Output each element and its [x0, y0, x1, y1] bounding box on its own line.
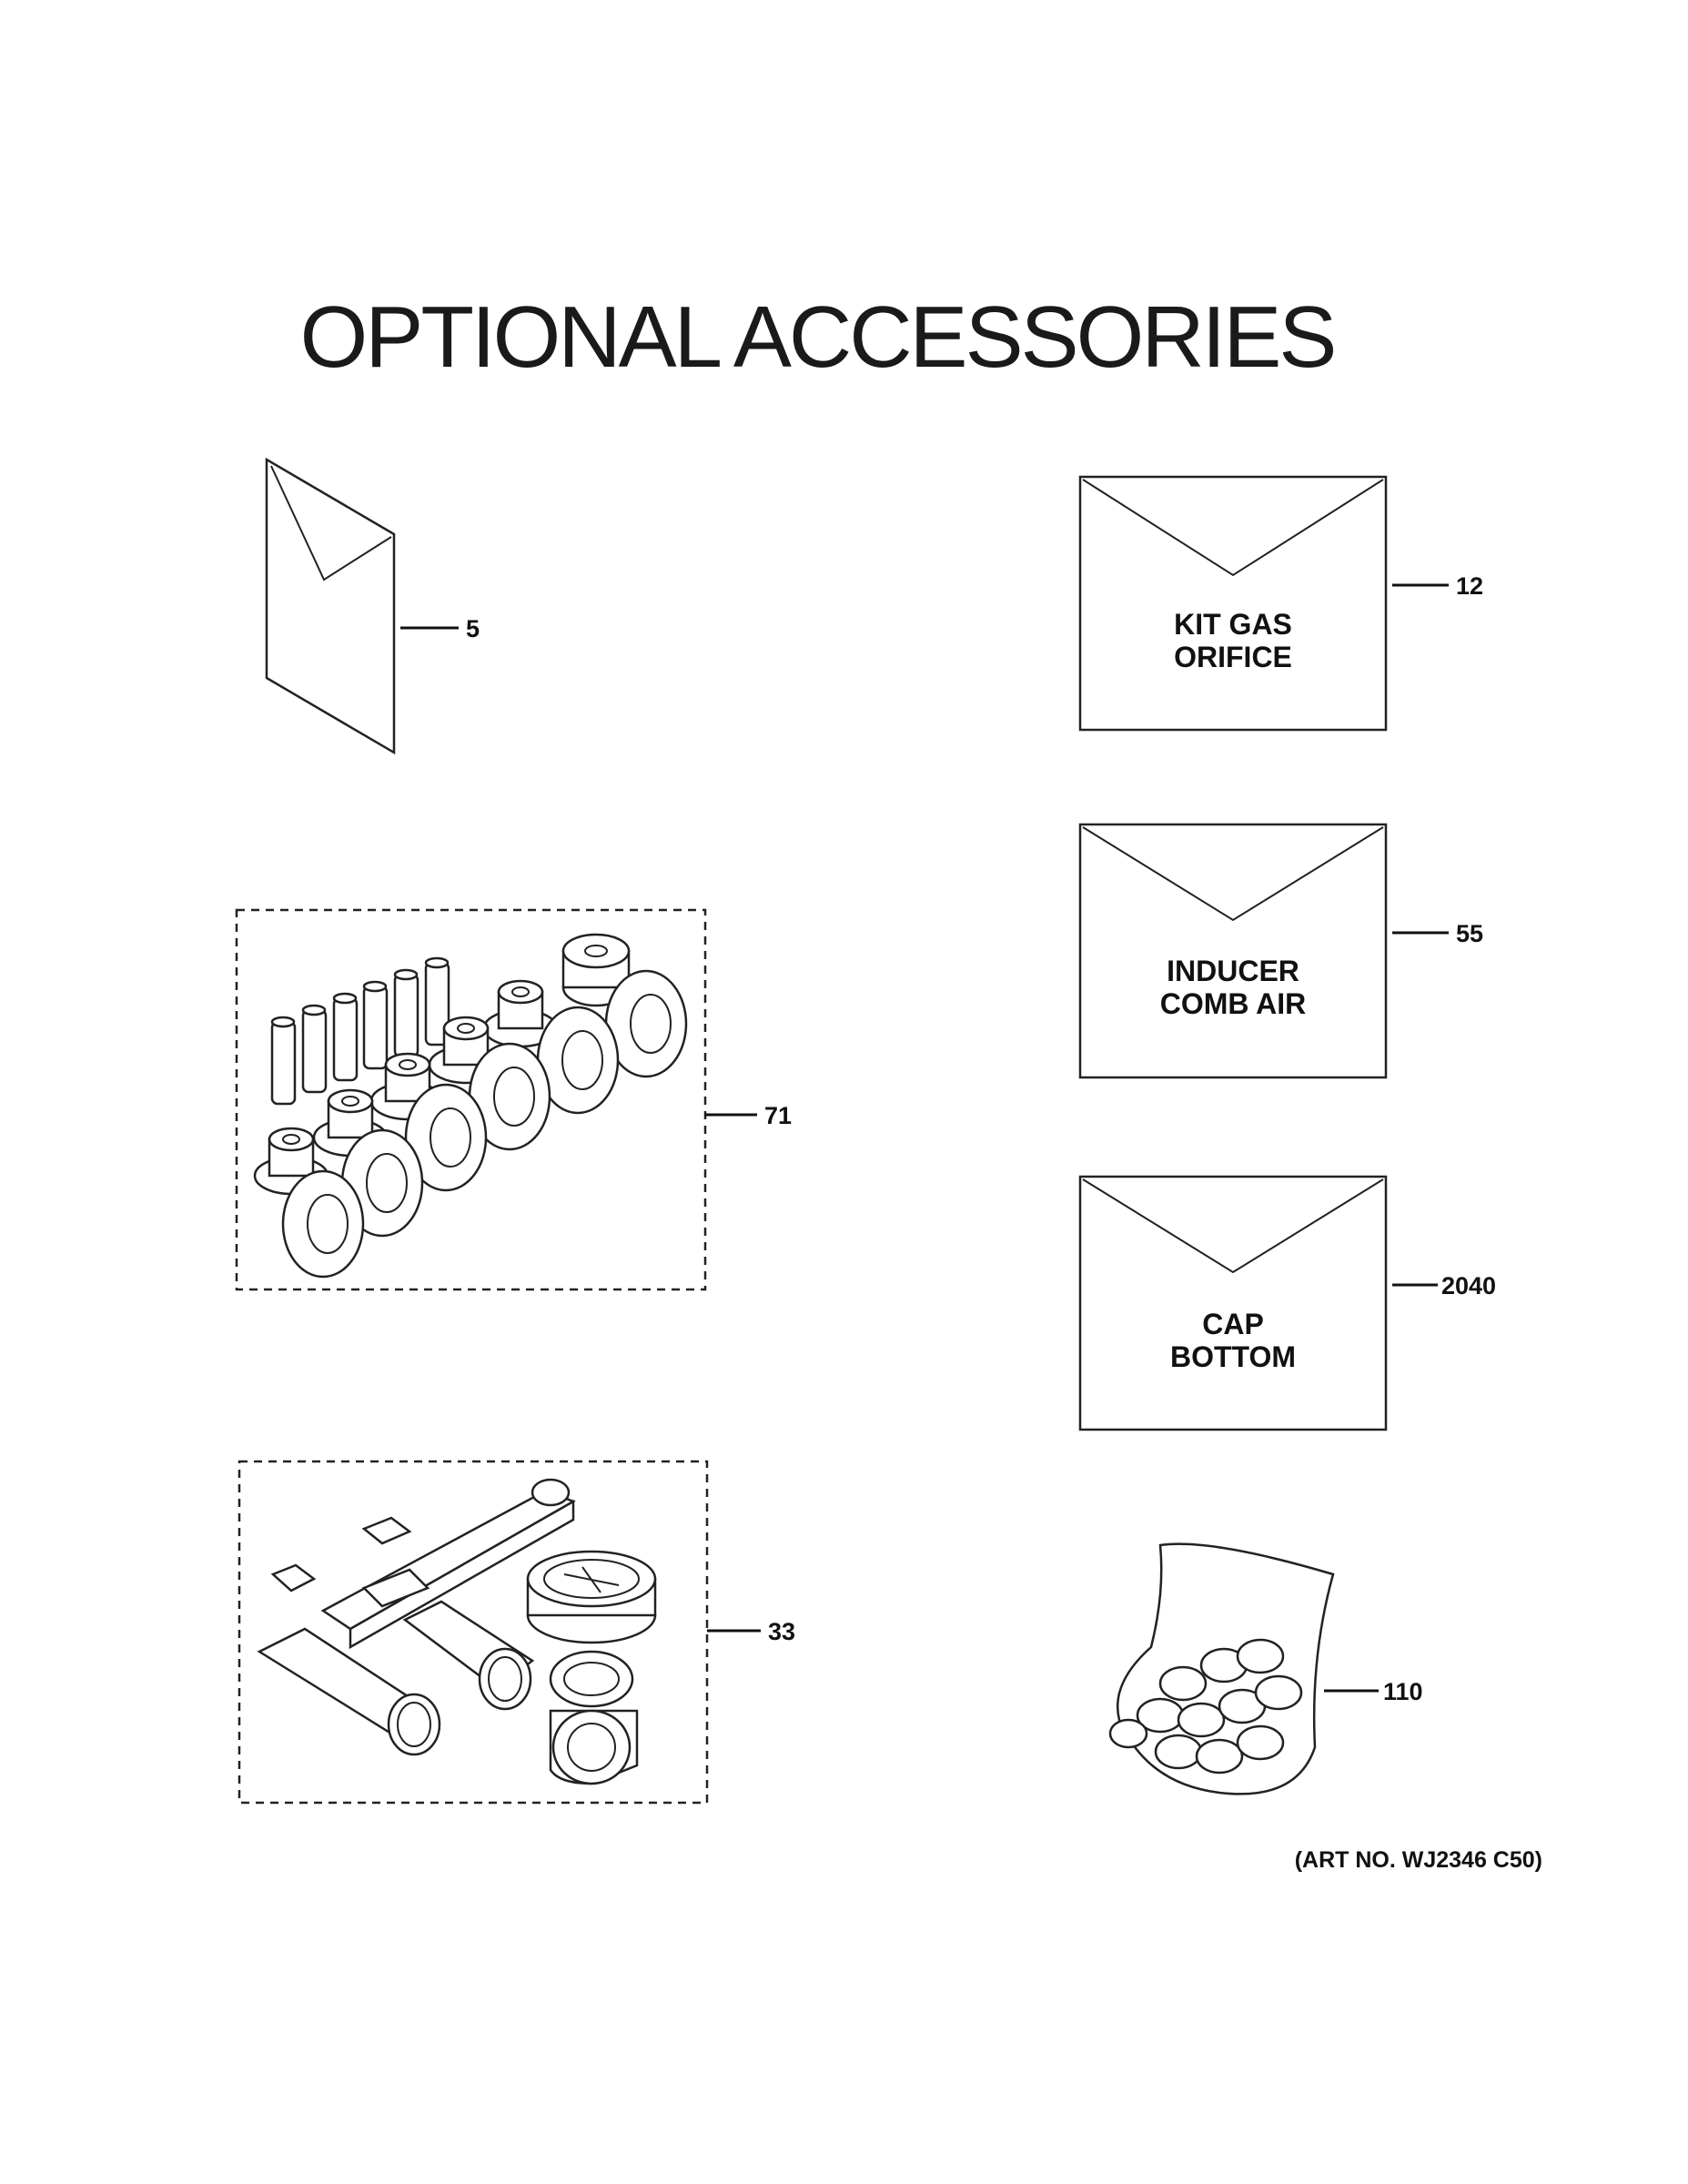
part-71-kit[interactable]: 71	[235, 908, 792, 1291]
envelope-label-line2: BOTTOM	[1170, 1340, 1296, 1373]
envelope-label-line1: CAP	[1202, 1308, 1264, 1340]
small-tubes	[270, 956, 450, 1106]
envelope-label-line1: INDUCER	[1167, 955, 1299, 987]
part-55-envelope[interactable]: INDUCER COMB AIR 55	[1078, 823, 1483, 1079]
callout-5: 5	[466, 615, 480, 642]
callout-71: 71	[764, 1102, 792, 1129]
part-33-kit[interactable]: 33	[238, 1460, 795, 1805]
art-number: (ART NO. WJ2346 C50)	[1295, 1847, 1542, 1873]
part-5-manual[interactable]: 5	[265, 457, 480, 755]
knurled-fittings	[1108, 1638, 1303, 1774]
envelope-flap	[1082, 1178, 1384, 1274]
envelope-icon	[1078, 475, 1388, 732]
envelope-label-line2: COMB AIR	[1160, 987, 1307, 1020]
envelope-icon	[1078, 1175, 1388, 1431]
part-12-envelope[interactable]: KIT GAS ORIFICE 12	[1078, 475, 1483, 732]
callout-110: 110	[1383, 1678, 1423, 1705]
callout-12: 12	[1456, 572, 1483, 600]
kit-dashed-border	[235, 908, 707, 1291]
callout-2040: 2040	[1441, 1272, 1496, 1299]
pvc-pipes	[257, 1600, 535, 1756]
grommet-rings	[281, 969, 688, 1279]
manual-fold	[270, 465, 392, 581]
mounting-bracket	[270, 1478, 576, 1650]
envelope-icon	[1078, 823, 1388, 1079]
part-110-bag[interactable]: 110	[1108, 1542, 1423, 1795]
page-title: OPTIONAL ACCESSORIES	[300, 288, 1335, 386]
part-2040-envelope[interactable]: CAP BOTTOM 2040	[1078, 1175, 1496, 1431]
envelope-flap	[1082, 479, 1384, 577]
callout-55: 55	[1456, 920, 1483, 947]
kit-dashed-border	[238, 1460, 709, 1805]
elbow-fitting	[549, 1650, 639, 1785]
manual-sheet-icon	[265, 457, 396, 755]
callout-33: 33	[768, 1618, 795, 1645]
envelope-label-line1: KIT GAS	[1174, 608, 1292, 641]
envelope-flap	[1082, 826, 1384, 922]
envelope-label-line2: ORIFICE	[1174, 641, 1292, 673]
termination-cap	[526, 1550, 657, 1644]
